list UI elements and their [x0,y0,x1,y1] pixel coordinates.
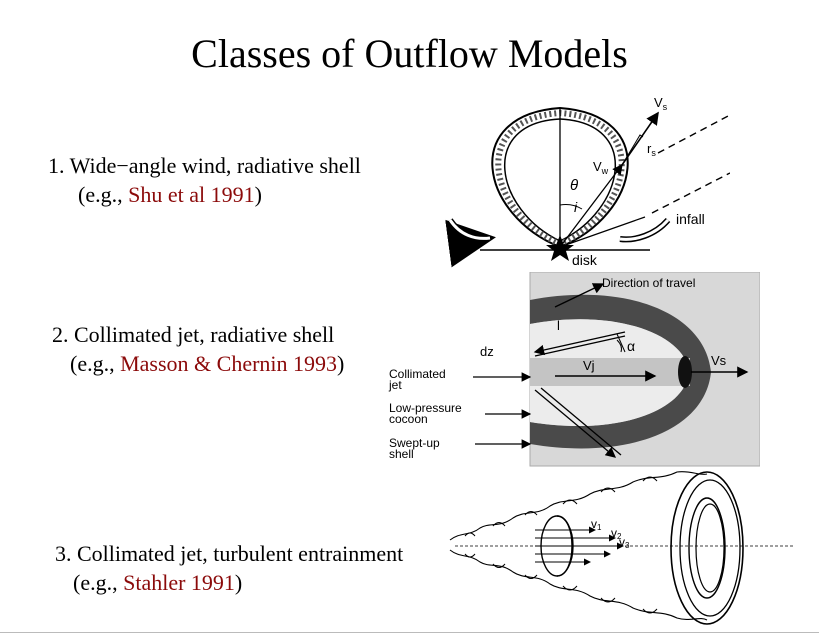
label-l: l [557,318,560,333]
label-dz: dz [480,344,494,359]
direction-arrow [554,283,605,308]
model-2-citation: (e.g., Masson & Chernin 1993) [70,351,345,376]
model-3-heading: 3. Collimated jet, turbulent entrainment [55,541,404,566]
turbulent-cone-lower [449,549,708,621]
model-3-reference: Stahler 1991 [123,570,235,595]
model-2-reference: Masson & Chernin 1993 [120,351,338,376]
model-1-heading: 1. Wide−angle wind, radiative shell [48,153,361,178]
wide-angle-wind-diagram: Vs rs Vw θ i infall disk [440,95,731,270]
star-icon [546,235,574,261]
slide-title: Classes of Outflow Models [191,31,628,76]
label-alpha: α [627,338,635,354]
outflow-model-3: 3. Collimated jet, turbulent entrainment… [55,539,403,597]
label-v1: v1 [591,517,602,532]
model-3-citation: (e.g., Stahler 1991) [73,570,243,595]
wind-ray [559,163,623,248]
label-vj: Vj [583,358,595,373]
model-2-heading: 2. Collimated jet, radiative shell [52,322,335,347]
label-v3: v3 [619,535,630,550]
outer-ring [670,471,744,625]
model-1-citation: (e.g., Shu et al 1991) [78,182,262,207]
outflow-model-2: 2. Collimated jet, radiative shell (e.g.… [52,320,344,378]
label-rs: rs [647,141,656,158]
collimated-jet-shell-diagram: Direction of travel l α dz Vj Vs Collima… [385,271,761,468]
jet-head [678,356,692,388]
outflow-model-1: 1. Wide−angle wind, radiative shell (e.g… [48,151,361,209]
bottom-border [0,632,819,633]
label-vw: Vw [593,159,609,176]
swept-up-shell [530,294,711,449]
label-theta: θ [570,177,578,194]
label-v2: v2 [611,526,622,541]
label-vs: Vs [711,353,727,368]
label-infall: infall [676,211,705,227]
label-disk: disk [572,252,598,268]
jet-beam [530,358,690,386]
turbulent-cone-upper [449,471,708,541]
shell-velocity [621,111,659,166]
label-vs: Vs [654,95,668,112]
inner-ring [688,497,726,599]
label-direction-of-travel: Direction of travel [602,276,695,290]
label-i: i [574,199,578,215]
shell-outer [491,106,629,249]
model-1-reference: Shu et al 1991 [128,182,255,207]
turbulent-entrainment-diagram: v1 v2 v3 [445,470,819,635]
